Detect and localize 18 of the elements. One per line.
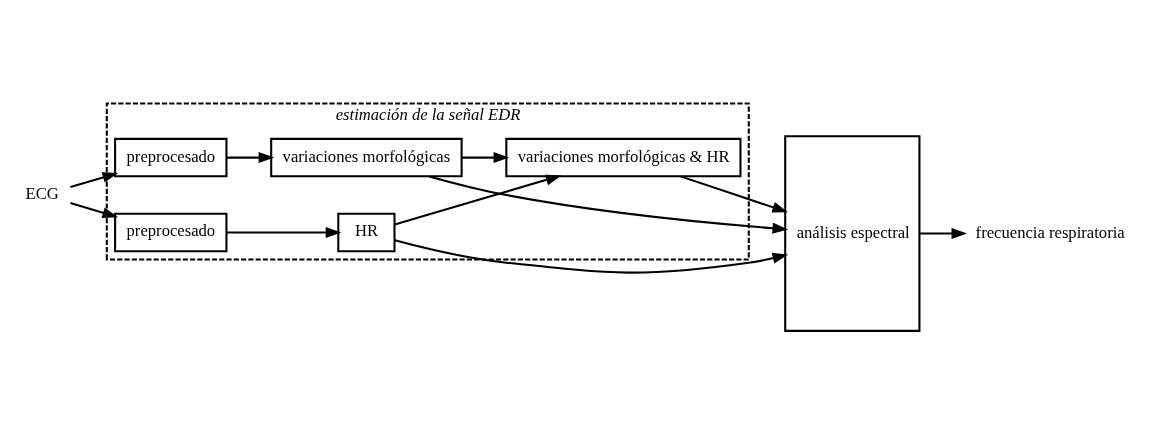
arrow — [919, 228, 968, 240]
arrow — [394, 239, 789, 274]
node-box: HR — [337, 212, 396, 253]
arrow — [70, 172, 119, 188]
arrow — [226, 227, 342, 238]
node-box: preprocesado — [114, 212, 228, 253]
arrow — [226, 152, 275, 164]
node-box: variaciones morfológicas & HR — [505, 137, 742, 178]
arrow — [394, 174, 562, 226]
node-box: variaciones morfológicas — [270, 137, 463, 178]
node-box: análisis espectral — [784, 135, 921, 332]
arrow — [70, 202, 119, 219]
node-text: frecuencia respiratoria — [975, 222, 1125, 242]
node-box: preprocesado — [114, 137, 228, 178]
node-text: ECG — [25, 184, 59, 204]
arrow — [680, 175, 788, 213]
arrow — [461, 152, 510, 164]
arrow — [428, 175, 789, 234]
